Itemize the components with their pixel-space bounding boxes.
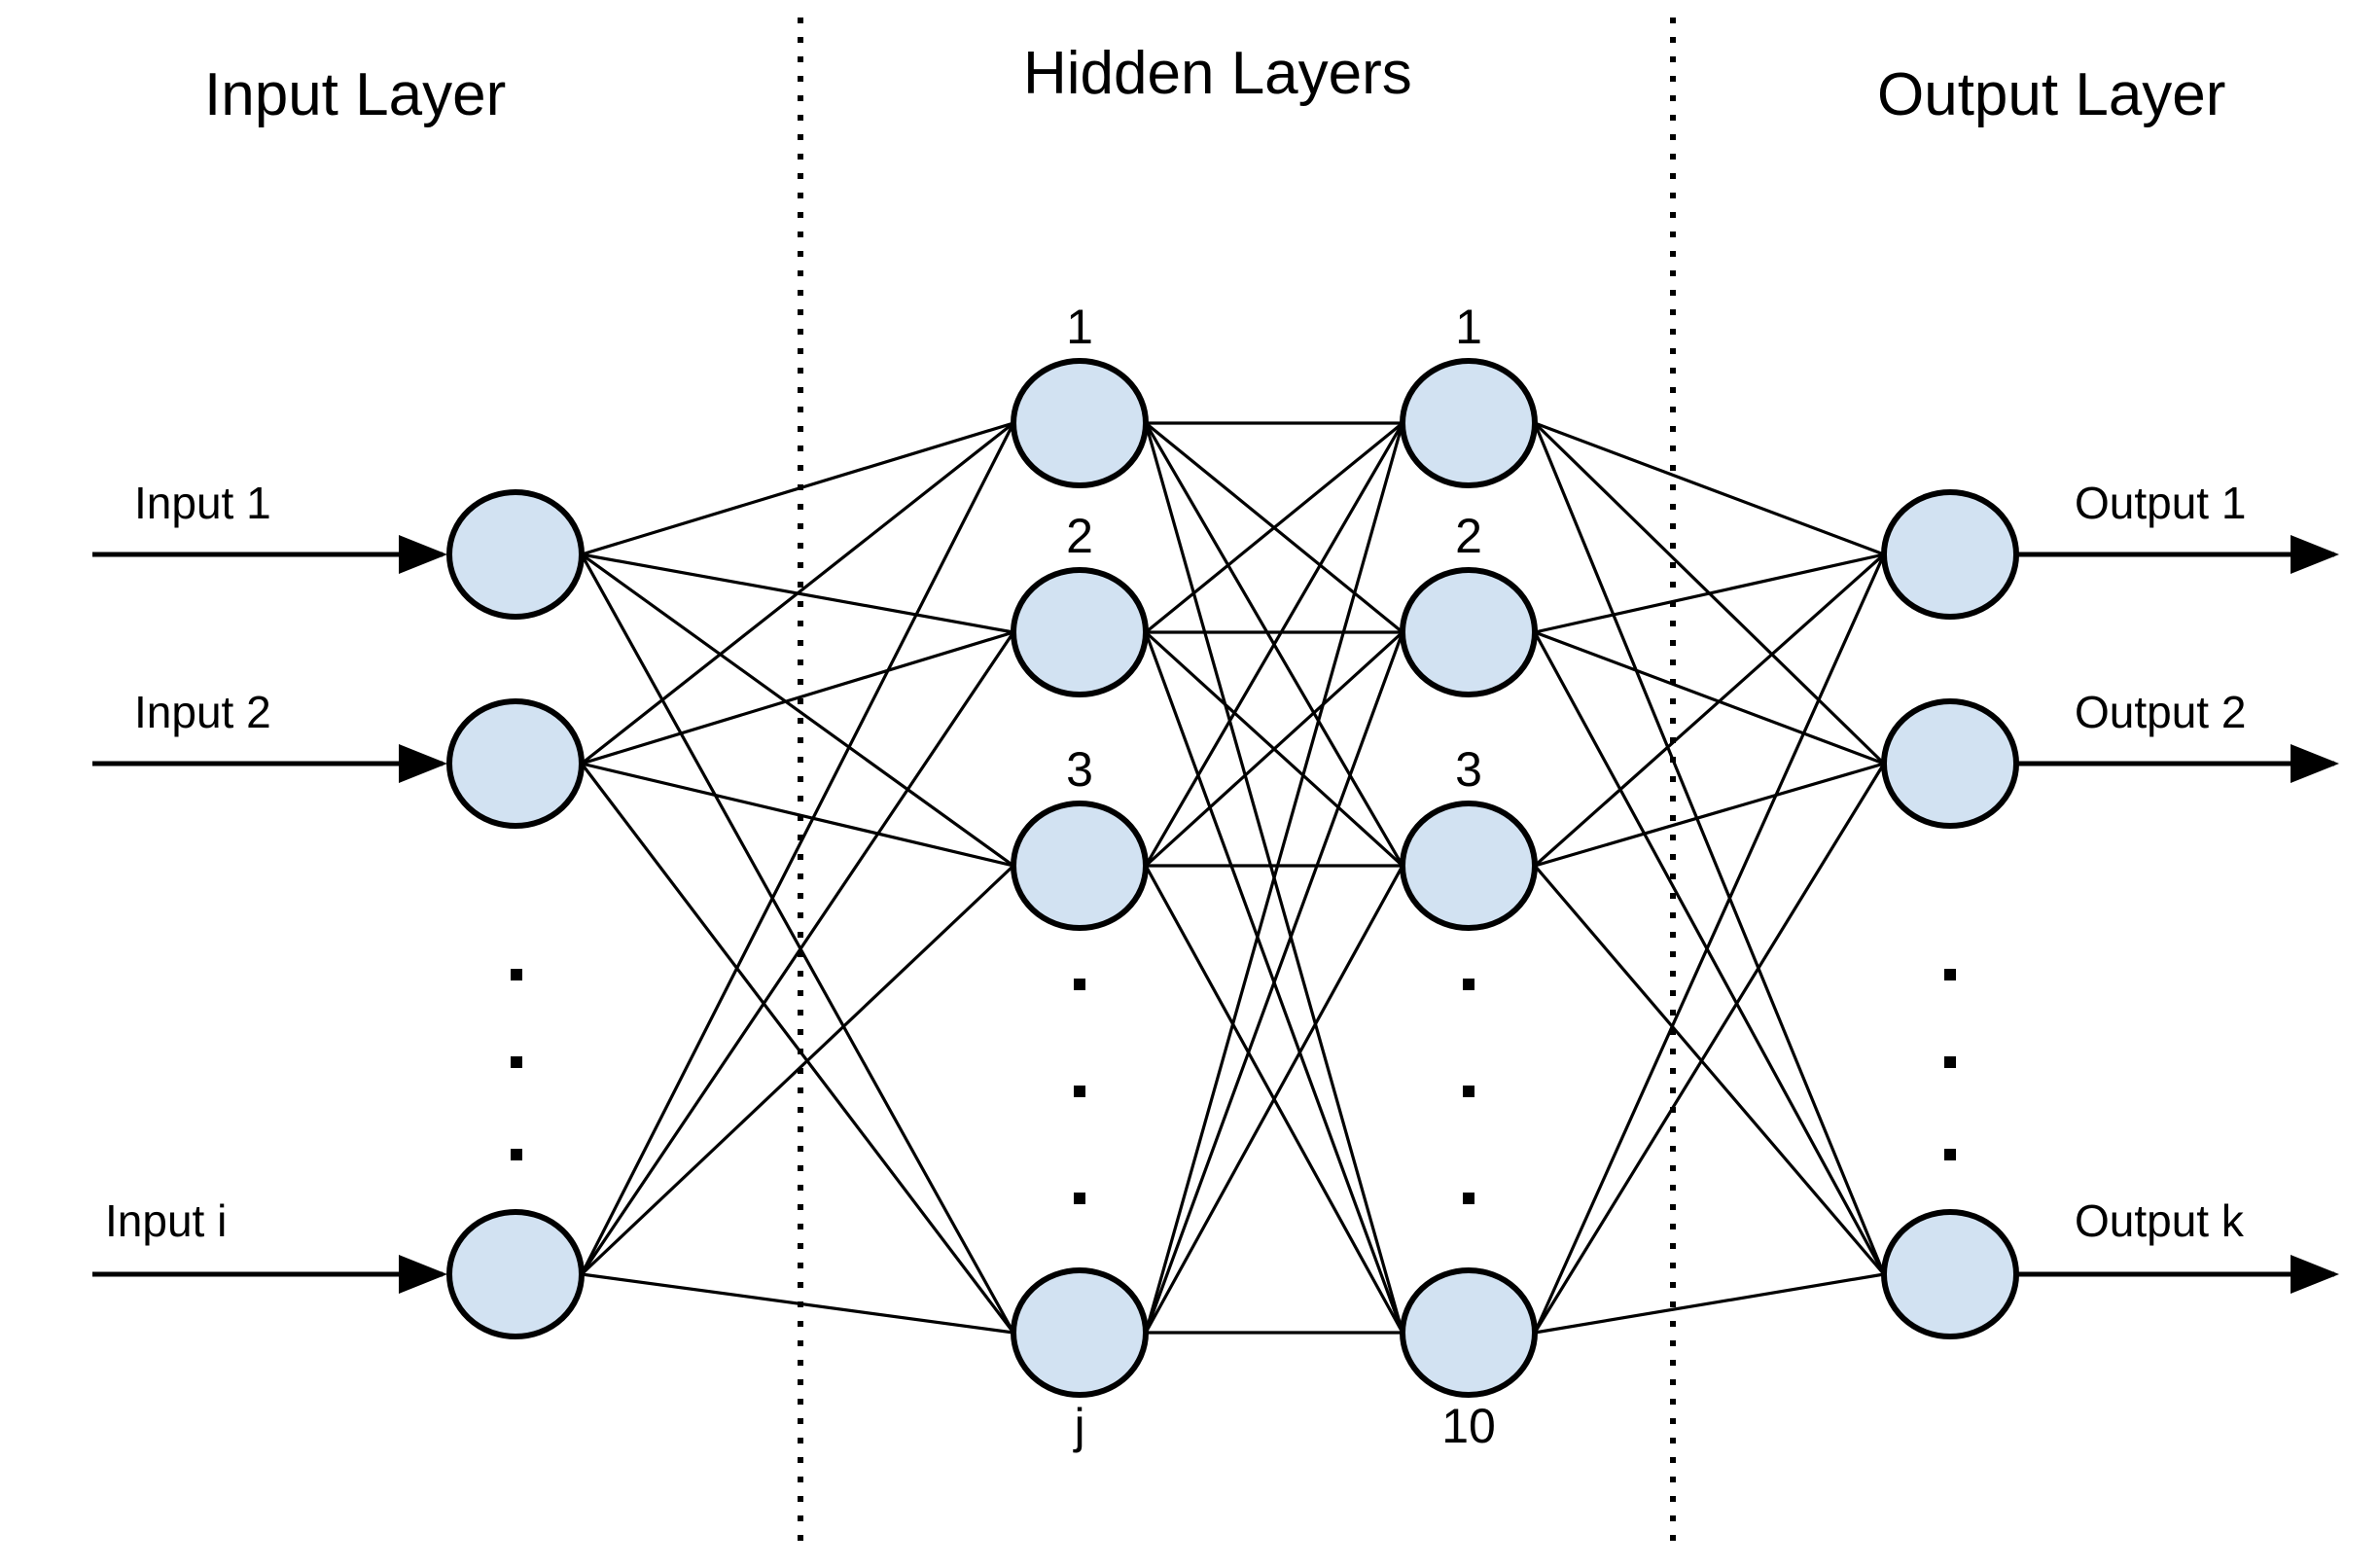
layer-dividers (798, 18, 1676, 1554)
heading-input-layer: Input Layer (204, 61, 507, 128)
input-ellipsis-dots (511, 969, 522, 1160)
edge-h2n1-out1 (1534, 421, 1885, 556)
edge-h1nj-h2n3 (1144, 865, 1404, 1334)
ellipsis-dot (511, 1056, 522, 1068)
label-input-2: Input 2 (134, 687, 271, 737)
node-label-hidden2-2: 2 (1455, 509, 1482, 563)
edge-h1nj-h2n2 (1144, 631, 1404, 1334)
node-label-hidden2-10: 10 (1441, 1399, 1496, 1453)
output-arrows (2018, 535, 2339, 1294)
edge-in2-h1n3 (581, 762, 1014, 868)
edge-h2n3-out2 (1534, 762, 1885, 868)
ellipsis-dot (1944, 969, 1956, 980)
edge-ini-h1n3 (580, 864, 1015, 1276)
neuron-output-2[interactable] (1881, 698, 2019, 829)
edge-h2n3-out1 (1533, 552, 1886, 868)
hidden1-ellipsis-dots (1074, 979, 1085, 1204)
edge-h2n10-out2 (1533, 763, 1886, 1334)
edge-h2n10-outk (1534, 1272, 1885, 1335)
neuron-hidden1-1[interactable] (1011, 358, 1149, 488)
node-label-hidden2-1: 1 (1455, 300, 1482, 354)
edge-h2n3-outk (1533, 864, 1886, 1276)
ellipsis-dot (1074, 979, 1085, 990)
heading-output-layer: Output Layer (1877, 61, 2226, 128)
edge-h2n2-outk (1533, 631, 1886, 1275)
edge-in1-h1n3 (581, 552, 1014, 868)
edges-hidden1-to-hidden2 (1144, 421, 1404, 1335)
ellipsis-dot (1944, 1056, 1956, 1068)
edge-h1n3-h2n2 (1144, 630, 1404, 868)
edge-in2-h1nj (580, 763, 1015, 1334)
edge-ini-h1n2 (580, 631, 1015, 1275)
hidden-layer-2-nodes (1400, 358, 1538, 1398)
neuron-input-1[interactable] (446, 489, 585, 620)
neuron-output-k[interactable] (1881, 1209, 2019, 1339)
node-label-hidden1-3: 3 (1066, 742, 1093, 797)
edge-h1nj-h2n1 (1144, 422, 1404, 1334)
edges-hidden2-to-output (1533, 421, 1886, 1335)
node-label-hidden1-j: j (1074, 1399, 1085, 1453)
label-output-k: Output k (2075, 1195, 2244, 1246)
edge-ini-h1n1 (580, 422, 1015, 1275)
edge-h2n1-outk (1533, 422, 1886, 1275)
neuron-input-2[interactable] (446, 698, 585, 829)
neuron-hidden1-2[interactable] (1011, 567, 1149, 697)
neuron-hidden2-10[interactable] (1400, 1267, 1538, 1398)
label-output-1: Output 1 (2075, 478, 2247, 528)
heading-hidden-layers: Hidden Layers (1023, 40, 1412, 107)
ellipsis-dot (1074, 1193, 1085, 1204)
ellipsis-dot (511, 969, 522, 980)
neuron-hidden2-1[interactable] (1400, 358, 1538, 488)
label-input-i: Input i (105, 1195, 228, 1246)
hidden2-ellipsis-dots (1463, 979, 1474, 1204)
output-ellipsis-dots (1944, 969, 1956, 1160)
hidden-layer-1-nodes (1011, 358, 1149, 1398)
input-layer-nodes (446, 489, 585, 1339)
edge-in2-h1n2 (581, 630, 1014, 766)
input-arrows (92, 535, 447, 1294)
neuron-hidden1-3[interactable] (1011, 801, 1149, 931)
label-input-1: Input 1 (134, 478, 271, 528)
edge-h2n2-out2 (1534, 630, 1885, 766)
ellipsis-dot (1463, 979, 1474, 990)
edge-in1-h1nj (580, 553, 1015, 1334)
edges-input-to-hidden1 (580, 421, 1015, 1335)
edge-ini-h1nj (581, 1272, 1014, 1335)
neuron-hidden1-j[interactable] (1011, 1267, 1149, 1398)
label-output-2: Output 2 (2075, 687, 2247, 737)
neuron-hidden2-2[interactable] (1400, 567, 1538, 697)
edge-h1n2-h2n1 (1144, 421, 1404, 634)
node-label-hidden1-2: 2 (1066, 509, 1093, 563)
neuron-input-i[interactable] (446, 1209, 585, 1339)
neuron-output-1[interactable] (1881, 489, 2019, 620)
ellipsis-dot (1463, 1193, 1474, 1204)
output-layer-nodes (1881, 489, 2019, 1339)
edge-in1-h1n1 (581, 421, 1014, 556)
ellipsis-dot (1074, 1086, 1085, 1097)
edge-h2n10-out1 (1533, 553, 1886, 1334)
node-label-hidden2-3: 3 (1455, 742, 1482, 797)
ellipsis-dot (1463, 1086, 1474, 1097)
edge-in2-h1n1 (581, 421, 1014, 766)
neuron-hidden2-3[interactable] (1400, 801, 1538, 931)
edge-h1n3-h2n1 (1144, 422, 1404, 867)
node-label-hidden1-1: 1 (1066, 300, 1093, 354)
ellipsis-dot (511, 1149, 522, 1160)
ellipsis-dot (1944, 1149, 1956, 1160)
edge-h2n2-out1 (1534, 552, 1885, 634)
